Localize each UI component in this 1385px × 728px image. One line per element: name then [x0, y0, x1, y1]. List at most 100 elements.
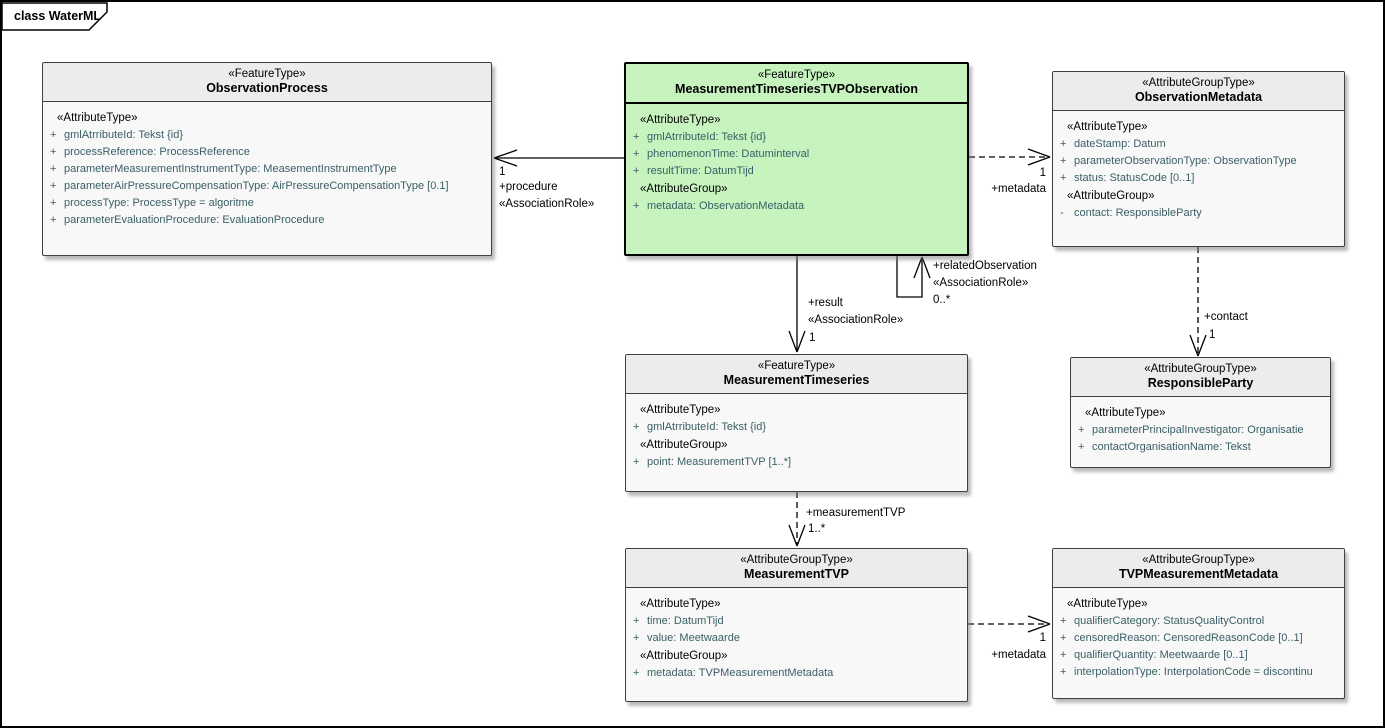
attribute-row: +parameterObservationType: ObservationTy… — [1053, 153, 1340, 170]
visibility: + — [50, 180, 57, 192]
attribute-text: processReference: ProcessReference — [64, 146, 250, 158]
visibility: + — [50, 197, 57, 209]
measurement-tvp-multiplicity: 1..* — [808, 523, 826, 535]
section-header: «AttributeGroup» — [640, 439, 728, 451]
class-responsible-party[interactable]: «AttributeGroupType» ResponsibleParty «A… — [1070, 357, 1331, 468]
related-observation-multiplicity: 0..* — [933, 294, 951, 306]
procedure-multiplicity: 1 — [499, 166, 506, 178]
class-tvp-measurement-metadata[interactable]: «AttributeGroupType» TVPMeasurementMetad… — [1052, 548, 1345, 699]
visibility: + — [633, 148, 640, 160]
attribute-text: parameterMeasurementInstrumentType: Meas… — [64, 163, 397, 175]
attribute-text: parameterAirPressureCompensationType: Ai… — [64, 180, 449, 192]
class-stereotype: «AttributeGroupType» — [1142, 554, 1255, 566]
metadata-top-multiplicity: 1 — [1039, 167, 1046, 179]
class-stereotype: «AttributeGroupType» — [740, 554, 853, 566]
class-header: «AttributeGroupType» MeasurementTVP — [626, 549, 967, 588]
attribute-row: + parameterAirPressureCompensationType: A… — [43, 178, 487, 195]
section-header: «AttributeType» — [640, 114, 721, 126]
attribute-row: +status: StatusCode [0..1] — [1053, 170, 1340, 187]
visibility: + — [633, 165, 640, 177]
attribute-text: gmlAtrributeId: Tekst {id} — [647, 131, 767, 143]
procedure-role-label: +procedure — [499, 181, 558, 193]
attribute-text: point: MeasurementTVP [1..*] — [647, 456, 792, 468]
visibility: + — [50, 129, 57, 141]
attribute-row: +gmlAtrributeId: Tekst {id} — [626, 419, 963, 436]
class-measurement-tvp[interactable]: «AttributeGroupType» MeasurementTVP «Att… — [625, 548, 968, 702]
class-name: ObservationProcess — [206, 81, 328, 95]
attribute-row: +qualifierQuantity: Meetwaarde [0..1] — [1053, 647, 1340, 664]
section-header: «AttributeType» — [1067, 598, 1148, 610]
visibility: + — [1078, 441, 1085, 453]
visibility: + — [1060, 666, 1067, 678]
attribute-text: resultTime: DatumTijd — [647, 165, 754, 177]
attribute-text: metadata: TVPMeasurementMetadata — [647, 667, 834, 679]
section-header: «AttributeGroup» — [640, 183, 728, 195]
visibility: + — [633, 632, 640, 644]
visibility: + — [633, 131, 640, 143]
connector-measurement-tvp — [788, 492, 806, 547]
class-body: «AttributeType» +gmlAtrributeId: Tekst {… — [626, 394, 967, 475]
attribute-row: +parameterMeasurementInstrumentType: Mea… — [43, 161, 487, 178]
section-header: «AttributeType» — [1067, 121, 1148, 133]
attribute-text: gmlAtrributeId: Tekst {id} — [647, 421, 767, 433]
visibility: + — [50, 146, 57, 158]
class-body: «AttributeType» +gmlAtrributeId: Tekst {… — [43, 102, 491, 233]
attribute-row: -contact: ResponsibleParty — [1053, 205, 1340, 222]
attribute-text: contactOrganisationName: Tekst — [1092, 441, 1251, 453]
attribute-row: + parameterEvaluationProcedure: Evaluatio… — [43, 212, 487, 229]
class-body: «AttributeType» + gmlAtrributeId: Tekst {… — [626, 104, 967, 219]
class-body: «AttributeType» +dateStamp: Datum +param… — [1053, 111, 1344, 226]
attribute-text: censoredReason: CensoredReasonCode [0..1… — [1074, 632, 1303, 644]
related-observation-role-label: +relatedObservation — [933, 260, 1037, 272]
result-stereotype-label: «AssociationRole» — [808, 314, 904, 326]
visibility: + — [633, 456, 640, 468]
visibility: + — [1060, 155, 1067, 167]
class-body: «AttributeType» +time: DatumTijd +value:… — [626, 588, 967, 686]
class-header: «FeatureType» MeasurementTimeseries — [626, 355, 967, 394]
class-stereotype: «FeatureType» — [228, 68, 306, 80]
visibility: + — [1078, 424, 1085, 436]
class-name: ResponsibleParty — [1147, 376, 1254, 390]
procedure-stereotype-label: «AssociationRole» — [499, 198, 595, 210]
class-observation-process[interactable]: «FeatureType» ObservationProcess «Attrib… — [42, 62, 492, 256]
connector-metadata-top — [969, 148, 1051, 166]
class-name: ObservationMetadata — [1134, 90, 1263, 104]
visibility: + — [50, 214, 57, 226]
visibility: + — [633, 667, 640, 679]
attribute-row: + metadata: TVPMeasurementMetadata — [626, 665, 963, 682]
measurement-tvp-role-label: +measurementTVP — [806, 507, 906, 519]
visibility: + — [633, 200, 640, 212]
class-name: TVPMeasurementMetadata — [1118, 567, 1279, 581]
class-body: «AttributeType» +parameterPrincipalInves… — [1071, 397, 1330, 460]
class-measurement-timeseries[interactable]: «FeatureType» MeasurementTimeseries «Att… — [625, 354, 968, 492]
attribute-row: + gmlAtrributeId: Tekst {id} — [626, 129, 963, 146]
attribute-text: processType: ProcessType = algoritme — [64, 197, 254, 209]
class-body: «AttributeType» + qualifierCategory: Stat… — [1053, 588, 1344, 685]
attribute-row: + contactOrganisationName: Tekst — [1071, 439, 1326, 456]
attribute-row: + processType: ProcessType = algoritme — [43, 195, 487, 212]
class-header: «AttributeGroupType» TVPMeasurementMetad… — [1053, 549, 1344, 588]
class-stereotype: «AttributeGroupType» — [1142, 77, 1255, 89]
attribute-text: phenomenonTime: Datuminterval — [647, 148, 810, 160]
attribute-row: + metadata: ObservationMetadata — [626, 198, 963, 215]
attribute-text: parameterEvaluationProcedure: Evaluation… — [64, 214, 325, 226]
class-header: «AttributeGroupType» ResponsibleParty — [1071, 358, 1330, 397]
related-observation-stereotype-label: «AssociationRole» — [933, 277, 1029, 289]
attribute-row: + point: MeasurementTVP [1..*] — [626, 454, 963, 471]
attribute-row: + qualifierCategory: StatusQualityControl — [1053, 613, 1340, 630]
attribute-text: gmlAtrributeId: Tekst {id} — [64, 129, 184, 141]
diagram-title: class WaterML — [14, 9, 102, 23]
class-stereotype: «AttributeGroupType» — [1144, 363, 1257, 375]
visibility: + — [1060, 632, 1067, 644]
class-measurement-timeseries-tvp-observation[interactable]: «FeatureType» MeasurementTimeseriesTVPOb… — [624, 62, 969, 256]
attribute-row: +interpolationType: InterpolationCode = … — [1053, 664, 1340, 681]
attribute-text: qualifierCategory: StatusQualityControl — [1074, 615, 1265, 627]
attribute-text: metadata: ObservationMetadata — [647, 200, 805, 212]
attribute-text: qualifierQuantity: Meetwaarde [0..1] — [1074, 649, 1248, 661]
class-observation-metadata[interactable]: «AttributeGroupType» ObservationMetadata… — [1052, 71, 1345, 247]
class-stereotype: «FeatureType» — [757, 69, 836, 81]
section-header: «AttributeGroup» — [1067, 190, 1155, 202]
visibility: + — [1060, 615, 1067, 627]
attribute-text: value: Meetwaarde — [647, 632, 740, 644]
